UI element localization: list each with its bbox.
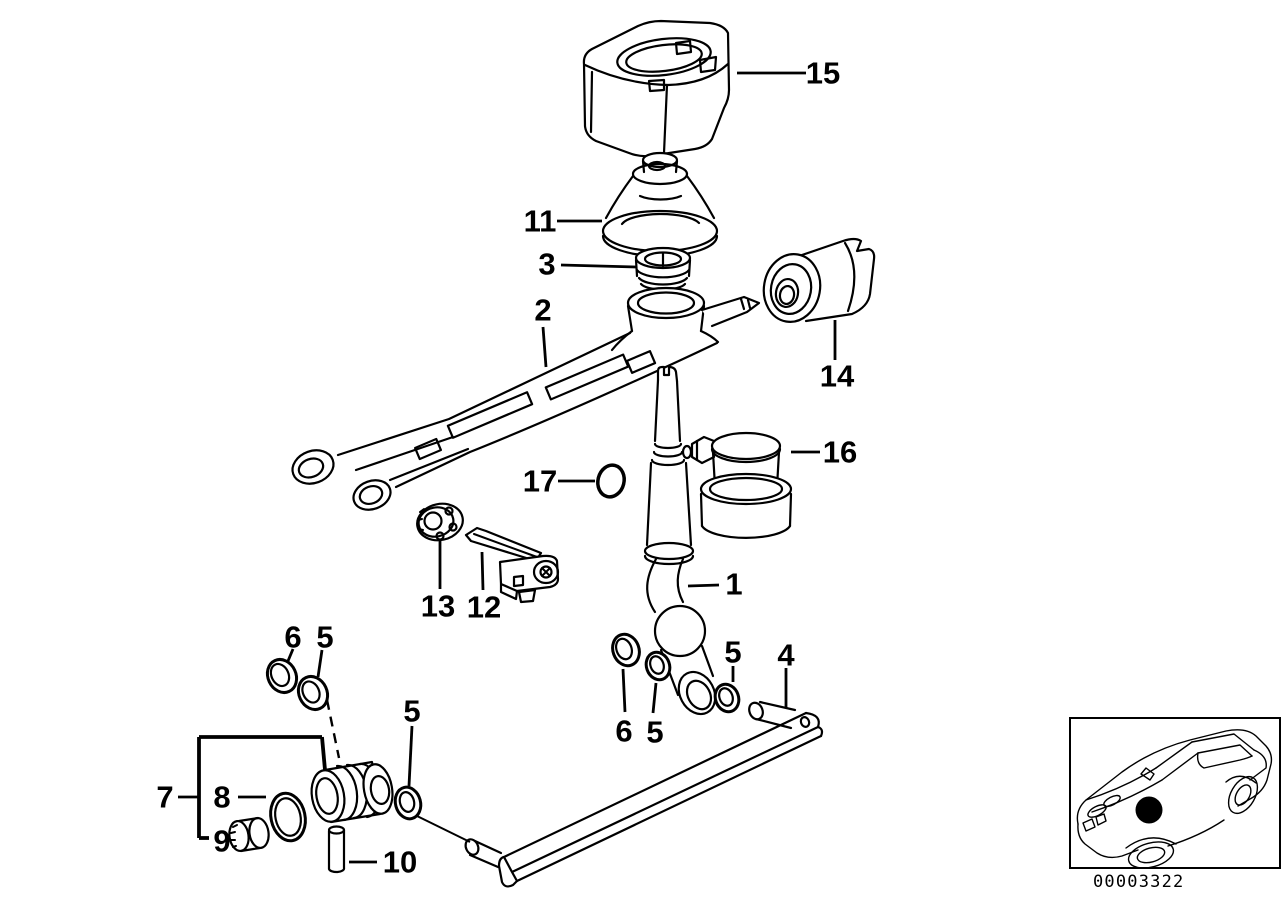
leader-line-5-mid bbox=[407, 725, 414, 787]
part-13-grommet bbox=[416, 502, 464, 542]
leader-line-1 bbox=[687, 583, 720, 588]
part-11-gearshift-boot bbox=[601, 151, 719, 258]
callout-15[interactable]: 15 bbox=[805, 55, 841, 91]
part-8-o-ring bbox=[269, 791, 307, 843]
callout-5-right[interactable]: 5 bbox=[724, 634, 742, 670]
diagram-line-5 bbox=[416, 815, 471, 843]
leader-line-2 bbox=[541, 326, 548, 368]
leader-line-3 bbox=[560, 263, 637, 269]
callout-6-center[interactable]: 6 bbox=[615, 713, 633, 749]
callout-5-mid[interactable]: 5 bbox=[403, 693, 421, 729]
part-6-ring-center bbox=[611, 632, 641, 668]
callout-1[interactable]: 1 bbox=[725, 566, 743, 602]
part-7-coupling bbox=[310, 760, 394, 824]
leader-line-6-left bbox=[286, 648, 295, 662]
callout-12[interactable]: 12 bbox=[466, 589, 502, 625]
part-2-shift-arm bbox=[291, 286, 761, 511]
callout-5-center[interactable]: 5 bbox=[646, 714, 664, 750]
car-locator-icon bbox=[1069, 717, 1281, 869]
part-6-ring-left bbox=[265, 657, 299, 695]
callout-2[interactable]: 2 bbox=[534, 292, 552, 328]
callout-5-left[interactable]: 5 bbox=[316, 619, 334, 655]
part-12-locking-pin-bracket bbox=[464, 526, 560, 604]
leader-line-12 bbox=[480, 551, 485, 591]
callout-8[interactable]: 8 bbox=[213, 779, 231, 815]
callout-11[interactable]: 11 bbox=[523, 203, 557, 239]
callout-9[interactable]: 9 bbox=[213, 823, 231, 859]
callout-16[interactable]: 16 bbox=[822, 434, 858, 470]
part-3-bearing-bushing bbox=[634, 246, 692, 291]
part-10-pin bbox=[327, 825, 346, 874]
diagram-line-4 bbox=[325, 699, 341, 759]
diagram-line-1 bbox=[320, 736, 327, 771]
part-5-ring-right bbox=[713, 682, 741, 714]
part-14-bushing bbox=[762, 237, 876, 323]
callout-3[interactable]: 3 bbox=[538, 246, 556, 282]
callout-10[interactable]: 10 bbox=[382, 844, 418, 880]
part-15-shift-console-housing bbox=[582, 19, 731, 158]
callout-17[interactable]: 17 bbox=[522, 463, 558, 499]
leader-lines-layer bbox=[178, 71, 837, 864]
leader-line-5-center bbox=[651, 682, 658, 714]
part-5-ring-center bbox=[644, 650, 672, 682]
callout-4[interactable]: 4 bbox=[777, 637, 795, 673]
part-5-ring-mid bbox=[393, 785, 423, 821]
diagram-code: 00003322 bbox=[1093, 872, 1185, 892]
part-5-ring-left bbox=[296, 674, 330, 712]
callout-13[interactable]: 13 bbox=[420, 588, 456, 624]
part-17-cap bbox=[596, 463, 626, 499]
leader-line-6-center bbox=[621, 668, 627, 713]
callout-7[interactable]: 7 bbox=[156, 779, 174, 815]
part-4-selector-rod bbox=[464, 700, 824, 888]
part-16-bearing-with-clamp bbox=[681, 431, 793, 539]
location-dot bbox=[1135, 796, 1163, 824]
callout-14[interactable]: 14 bbox=[819, 358, 855, 394]
part-9-knurled-bushing bbox=[228, 816, 270, 853]
leader-line-5-left bbox=[316, 649, 324, 678]
callout-6-left[interactable]: 6 bbox=[284, 619, 302, 655]
part-1-gear-shift-lever bbox=[643, 365, 717, 716]
